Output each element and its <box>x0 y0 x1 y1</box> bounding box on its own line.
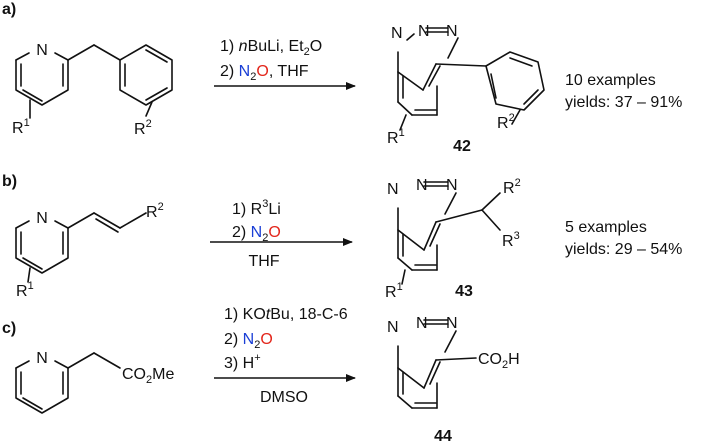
panel-b-reagent-2: 2) N2O <box>232 224 281 244</box>
panel-b-solvent: THF <box>248 253 279 270</box>
panel-c: c) N CO2Me 1) KOtBu, 18-C-6 2) N2O 3) H+… <box>2 306 520 445</box>
acid-label: CO2H <box>478 351 520 371</box>
panel-b: b) N R2 R1 1) R3Li 2) N2O THF <box>2 173 682 301</box>
panel-c-solvent: DMSO <box>260 389 308 406</box>
r2-label: R2 <box>503 177 521 197</box>
atom-n: N <box>36 350 48 367</box>
panel-a-reagent-1: 1) nBuLi, Et2O <box>220 38 322 58</box>
r3-label: R3 <box>502 230 520 250</box>
r2-label: R2 <box>497 112 515 132</box>
atom-n: N <box>416 177 428 194</box>
atom-n: N <box>416 315 428 332</box>
panel-c-reagent-1: 1) KOtBu, 18-C-6 <box>224 306 348 323</box>
atom-n: N <box>387 181 399 198</box>
compound-43-label: 43 <box>455 283 473 300</box>
panel-c-label: c) <box>2 320 16 337</box>
atom-n: N <box>387 319 399 336</box>
atom-n: N <box>391 25 403 42</box>
compound-42-label: 42 <box>453 138 471 155</box>
r1-label: R1 <box>12 117 30 137</box>
panel-b-examples: 5 examples <box>565 219 647 236</box>
ester-label: CO2Me <box>122 366 174 386</box>
atom-n: N <box>446 177 458 194</box>
atom-n: N <box>446 315 458 332</box>
panel-b-reagent-1: 1) R3Li <box>232 198 281 218</box>
compound-44-structure <box>397 319 477 409</box>
panel-b-yields: yields: 29 – 54% <box>565 241 682 258</box>
r1-label: R1 <box>387 127 405 147</box>
r2-label: R2 <box>146 201 164 221</box>
r1-label: R1 <box>385 281 403 301</box>
compound-42-structure <box>397 27 545 131</box>
compound-44-label: 44 <box>434 428 452 445</box>
panel-a-reagent-2: 2) N2O, THF <box>220 63 309 83</box>
panel-a-reactant <box>15 44 173 119</box>
panel-a: a) N R1 R2 1) nBuLi, Et2O 2) N2O, THF <box>2 1 682 155</box>
panel-a-examples: 10 examples <box>565 72 656 89</box>
panel-a-yields: yields: 37 – 91% <box>565 94 682 111</box>
atom-n: N <box>36 42 48 59</box>
r1-label: R1 <box>16 280 34 300</box>
r2-label: R2 <box>134 118 152 138</box>
panel-b-label: b) <box>2 173 17 190</box>
atom-n: N <box>418 23 430 40</box>
panel-c-reagent-2: 2) N2O <box>224 331 273 351</box>
atom-n: N <box>36 210 48 227</box>
panel-c-reactant <box>15 352 121 414</box>
panel-b-reactant <box>15 212 147 283</box>
panel-c-reagent-3: 3) H+ <box>224 352 261 372</box>
atom-n: N <box>446 23 458 40</box>
compound-43-structure <box>397 181 501 285</box>
panel-a-label: a) <box>2 1 16 18</box>
